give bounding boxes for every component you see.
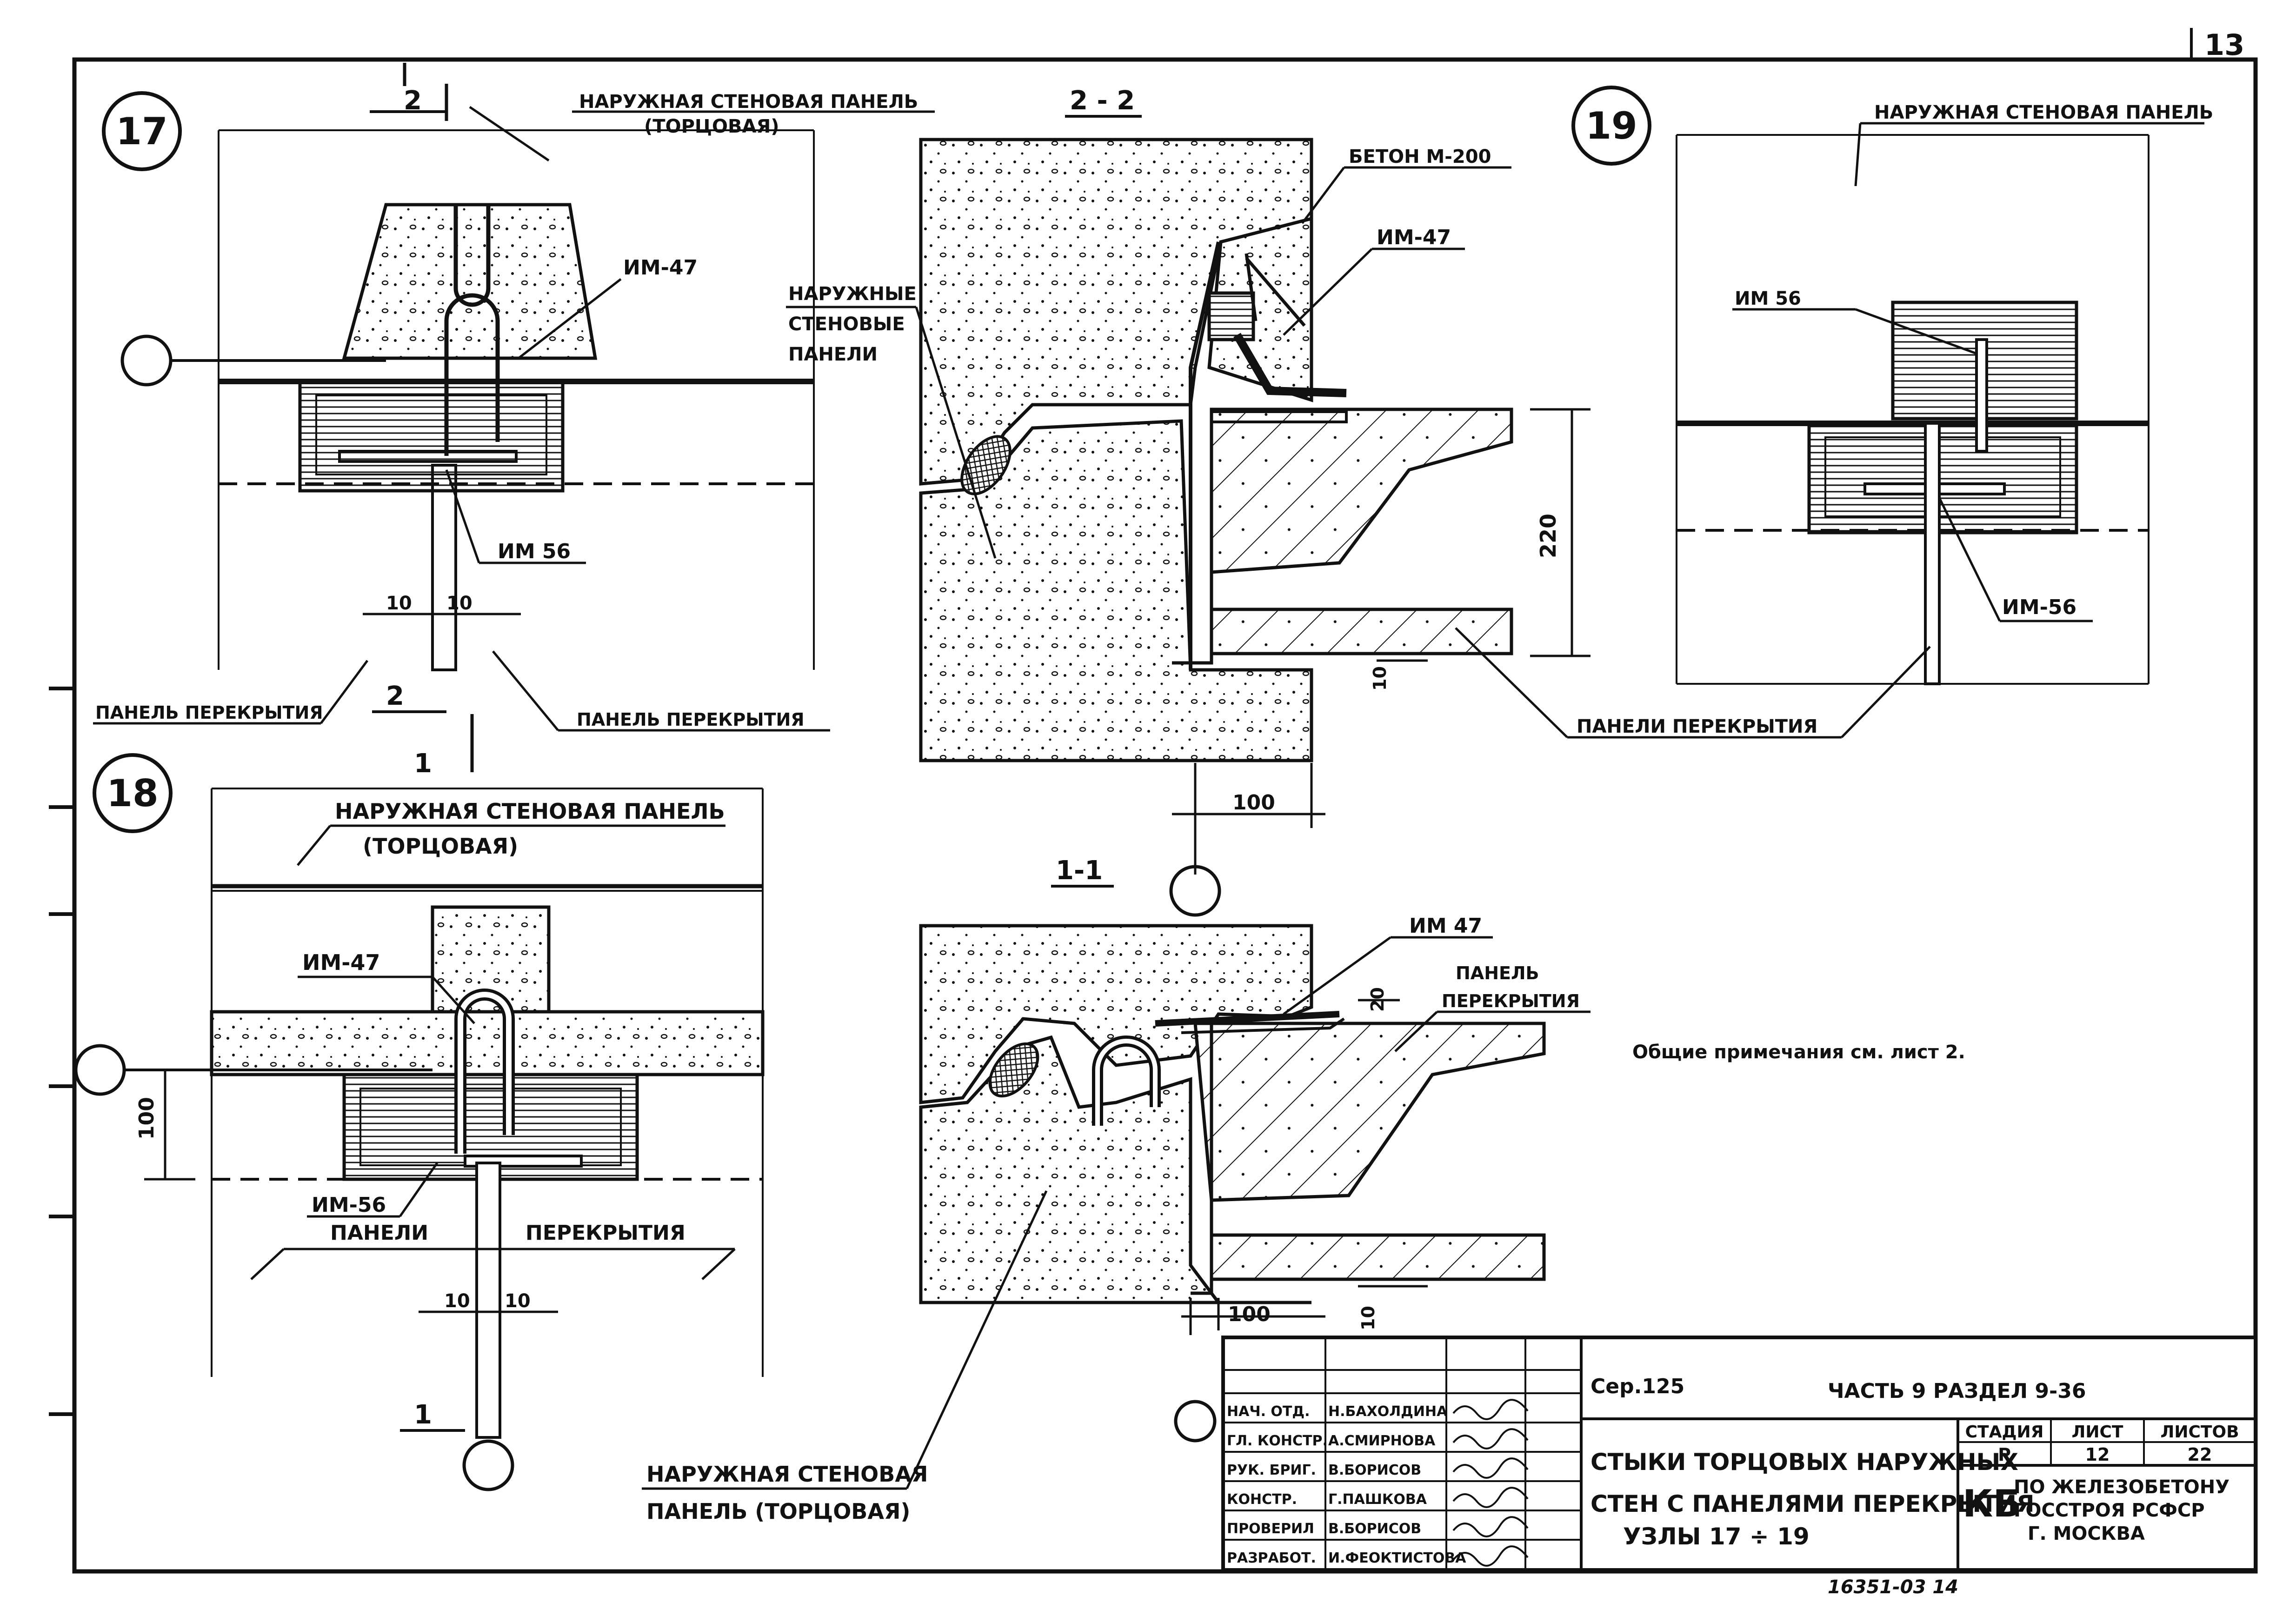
node-19-im56-top: ИМ 56 [1735, 288, 1801, 309]
node-18-im56: ИМ-56 [312, 1193, 386, 1217]
sheet-value: 12 [2085, 1444, 2110, 1465]
node-18-drawing: 18 100 НАРУЖНАЯ СТЕНОВАЯ ПАНЕЛЬ (ТОРЦОВА… [74, 753, 765, 1491]
node-17-dim-right: 10 [446, 593, 473, 614]
section-2-2-drawing: 2 - 2 220 10 100 БЕТОН М-200 ИМ-47 НАРУЖ… [786, 86, 1591, 917]
section-2-2-walls-1: НАРУЖНЫЕ [788, 283, 917, 305]
node-18-slabs-1: ПАНЕЛИ [330, 1221, 428, 1245]
title-line-2: СТЕН С ПАНЕЛЯМИ ПЕРЕКРЫТИЯ [1591, 1490, 2034, 1517]
staff-role: РАЗРАБОТ. [1227, 1550, 1316, 1566]
staff-role: ПРОВЕРИЛ [1227, 1521, 1314, 1537]
staff-name: Г.ПАШКОВА [1328, 1491, 1427, 1508]
page-number: 13 [2204, 28, 2244, 62]
signature-mark [1452, 1545, 1529, 1567]
staff-name: А.СМИРНОВА [1328, 1433, 1436, 1449]
staff-name: В.БОРИСОВ [1328, 1462, 1421, 1478]
signature-mark [1452, 1487, 1529, 1508]
node-17-section-mark: 2 [404, 86, 422, 116]
section-2-2-height: 220 [1536, 514, 1561, 558]
node-17-slab-right: ПАНЕЛЬ ПЕРЕКРЫТИЯ [577, 709, 805, 730]
signature-mark [1452, 1428, 1529, 1450]
document-code: 16351-03 14 [1828, 1577, 1958, 1598]
node-18-dim-right: 10 [505, 1290, 531, 1312]
node-17-slab-left: ПАНЕЛЬ ПЕРЕКРЫТИЯ [95, 702, 323, 723]
general-notes: Общие примечания см. лист 2. [1632, 1042, 1965, 1063]
signature-mark [1452, 1399, 1529, 1420]
sheets-head: ЛИСТОВ [2160, 1423, 2239, 1442]
staff-role: ГЛ. КОНСТР. [1227, 1433, 1328, 1449]
section-1-1-title: 1-1 [1056, 855, 1103, 886]
node-19-slabs: ПАНЕЛИ ПЕРЕКРЫТИЯ [1577, 716, 1817, 737]
node-17-im56: ИМ 56 [498, 540, 571, 563]
sheet-frame [72, 57, 2258, 1574]
series-label: Сер.125 [1591, 1375, 1684, 1398]
node-19-drawing: 19 НАРУЖНАЯ СТЕНОВАЯ ПАНЕЛЬ ИМ 56 ИМ-56 … [1455, 86, 2213, 739]
title-block: Сер.125 ЧАСТЬ 9 РАЗДЕЛ 9-36 СТЫКИ ТОРЦОВ… [1221, 1336, 2257, 1572]
section-2-2-walls-2: СТЕНОВЫЕ [788, 314, 905, 335]
stage-head: СТАДИЯ [1965, 1423, 2044, 1442]
section-1-1-dim-10: 10 [1358, 1306, 1378, 1330]
node-18-dim-100: 100 [135, 1097, 159, 1140]
section-1-1-wall-2: ПАНЕЛЬ (ТОРЦОВАЯ) [646, 1499, 910, 1524]
org-line-3: Г. МОСКВА [2028, 1523, 2145, 1544]
node-17-section-mark-1: 1 [414, 748, 432, 779]
sheet-head: ЛИСТ [2071, 1423, 2123, 1442]
section-1-1-dim-100: 100 [1228, 1303, 1271, 1326]
node-19-wall-label: НАРУЖНАЯ СТЕНОВАЯ ПАНЕЛЬ [1874, 102, 2213, 123]
staff-role: РУК. БРИГ. [1227, 1462, 1316, 1478]
staff-name: В.БОРИСОВ [1328, 1521, 1421, 1537]
node-17-section-mark-bottom: 2 [386, 681, 404, 711]
node-19-number: 19 [1585, 104, 1637, 147]
section-1-1-slab-1: ПАНЕЛЬ [1456, 963, 1539, 983]
sheets-value: 22 [2188, 1444, 2212, 1465]
section-1-1-drawing: 1-1 ИМ 47 ПАНЕЛЬ ПЕРЕКРЫТИЯ 20 100 10 НА… [642, 855, 1591, 1524]
section-2-2-dim-10: 10 [1370, 666, 1390, 691]
node-18-dim-left: 10 [444, 1290, 470, 1312]
node-18-section-mark: 1 [414, 1400, 432, 1430]
staff-role: НАЧ. ОТД. [1227, 1403, 1310, 1420]
node-17-wall-label-2: (ТОРЦОВАЯ) [644, 116, 779, 137]
section-2-2-im47: ИМ-47 [1377, 226, 1451, 249]
section-1-1-slab-2: ПЕРЕКРЫТИЯ [1442, 991, 1580, 1011]
node-17-drawing: 17 2 НАРУЖНАЯ СТЕНОВАЯ ПАНЕЛЬ (ТОРЦОВАЯ)… [93, 63, 935, 779]
node-17-im47: ИМ-47 [623, 256, 698, 280]
title-line-3: УЗЛЫ 17 ÷ 19 [1623, 1523, 1810, 1550]
section-2-2-walls-3: ПАНЕЛИ [788, 344, 878, 365]
section-2-2-concrete: БЕТОН М-200 [1349, 146, 1491, 167]
section-1-1-wall-1: НАРУЖНАЯ СТЕНОВАЯ [646, 1462, 928, 1487]
node-18-wall-label-1: НАРУЖНАЯ СТЕНОВАЯ ПАНЕЛЬ [335, 799, 725, 824]
section-2-2-title: 2 - 2 [1070, 86, 1135, 116]
stage-value: Р [1998, 1444, 2011, 1465]
signature-mark [1452, 1516, 1529, 1537]
section-2-2-dim-100: 100 [1232, 791, 1275, 815]
section-1-1-im47: ИМ 47 [1409, 914, 1482, 938]
node-18-number: 18 [106, 772, 158, 815]
org-line-2: ГОССТРОЯ РСФСР [2014, 1500, 2205, 1521]
node-17-wall-label-1: НАРУЖНАЯ СТЕНОВАЯ ПАНЕЛЬ [579, 91, 918, 113]
staff-name: И.ФЕОКТИСТОВА [1328, 1550, 1466, 1566]
node-18-wall-label-2: (ТОРЦОВАЯ) [363, 834, 518, 859]
org-logo: КБ [1963, 1482, 2021, 1525]
org-line-1: ПО ЖЕЛЕЗОБЕТОНУ [2014, 1476, 2229, 1498]
staff-name: Н.БАХОЛДИНА [1328, 1403, 1448, 1420]
node-19-im56-bottom: ИМ-56 [2002, 595, 2076, 619]
node-17-number: 17 [116, 110, 167, 153]
signature-mark [1452, 1457, 1529, 1479]
node-18-slabs-2: ПЕРЕКРЫТИЯ [526, 1221, 685, 1245]
staff-role: КОНСТР. [1227, 1491, 1297, 1508]
title-line-1: СТЫКИ ТОРЦОВЫХ НАРУЖНЫХ [1591, 1449, 2018, 1476]
node-17-dim-left: 10 [386, 593, 412, 614]
node-18-im47: ИМ-47 [302, 950, 380, 975]
part-label: ЧАСТЬ 9 РАЗДЕЛ 9-36 [1828, 1379, 2086, 1403]
